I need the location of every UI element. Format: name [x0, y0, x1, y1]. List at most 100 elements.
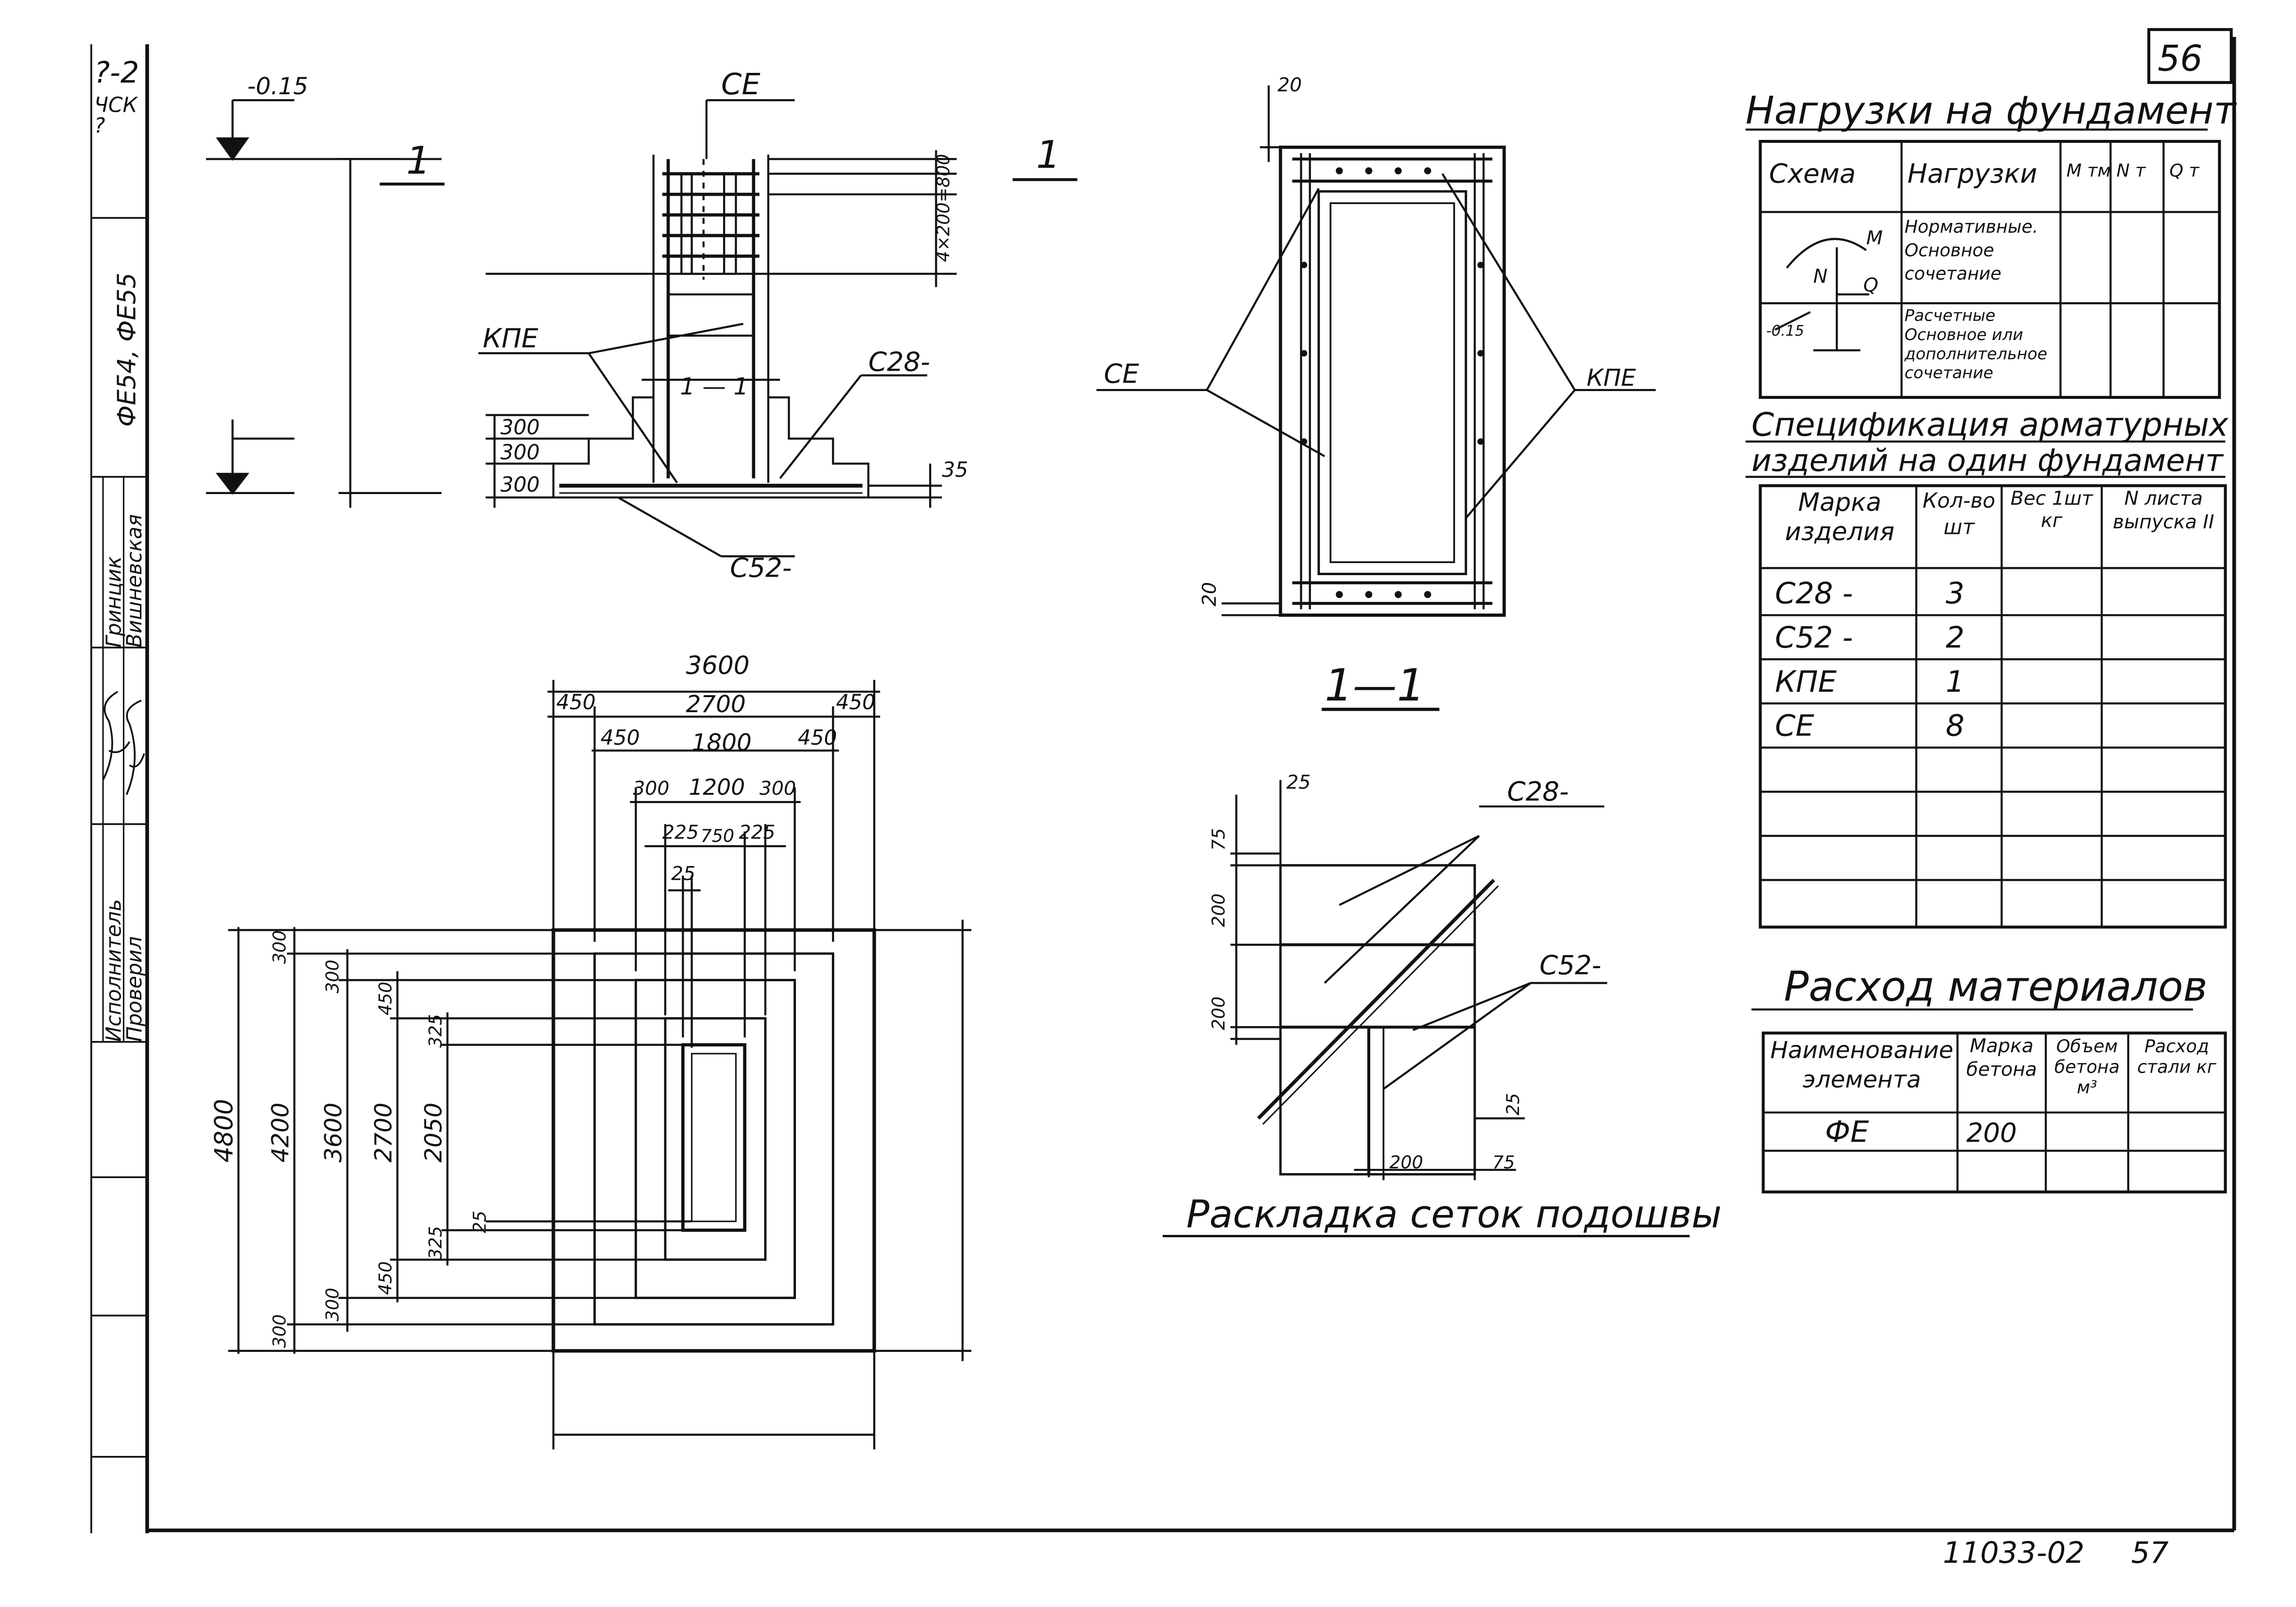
materials-header-steel: Расход стали кг: [2137, 1036, 2217, 1077]
loads-row-design: Расчетные Основное или дополнительное со…: [1904, 306, 2048, 383]
page-number: 56: [2158, 39, 2203, 80]
section-1-1-dots: [1300, 167, 1484, 598]
materials-header-name: Наименование элемента: [1770, 1036, 1953, 1094]
spec-header-qty: Кол-во шт: [1922, 490, 1996, 540]
mesh-dim-75-b: 75: [1492, 1152, 1515, 1173]
loads-header-q: Q т: [2170, 160, 2200, 181]
plan-height-325-b: 325: [425, 1226, 446, 1260]
plan-width-450-a: 450: [556, 690, 596, 714]
section-mark-left: 1: [406, 138, 431, 183]
plan-height-450-b: 450: [375, 1261, 396, 1295]
materials-header-grade: Марка бетона: [1966, 1036, 2037, 1082]
spec-row-mark: КПЕ: [1775, 665, 1837, 699]
plan-height-3600: 3600: [320, 1103, 347, 1163]
label-se-top: СЕ: [721, 68, 760, 102]
side-series: ФЕ54, ФЕ55: [113, 273, 142, 427]
spec-row-qty: 1: [1946, 665, 1965, 699]
mesh-label-c28: С28-: [1507, 776, 1569, 807]
section-view: [206, 99, 1078, 558]
plan-height-325-a: 325: [425, 1014, 446, 1047]
spec-row-mark: С28 -: [1775, 577, 1853, 611]
plan-height-450-a: 450: [375, 982, 396, 1015]
plan-width-1200: 1200: [689, 774, 745, 800]
mesh-layout-title: Раскладка сеток подошвы: [1186, 1192, 1722, 1236]
mesh-label-c52: С52-: [1539, 949, 1601, 980]
plan-width-25: 25: [671, 863, 695, 885]
mesh-spacing-dim: 4×200=800: [933, 154, 954, 262]
side-code-2: ЧСК: [94, 93, 138, 117]
mesh-dim-200-c: 200: [1389, 1152, 1423, 1173]
mesh-layout-view: [1162, 780, 1690, 1237]
footer-page: 57: [2131, 1536, 2169, 1570]
side-signature-2: [125, 700, 145, 795]
spec-header-weight: Вес 1шт кг: [2010, 488, 2093, 533]
plan-width-300-a: 300: [633, 777, 669, 800]
section-1-1-view: [1096, 85, 1656, 711]
scheme-label-n: N: [1813, 265, 1828, 288]
plan-height-2700: 2700: [370, 1103, 397, 1163]
side-signature-1: [102, 691, 131, 781]
plan-view: [228, 680, 972, 1450]
plan-height-300-d: 300: [269, 1314, 290, 1348]
loads-header-scheme: Схема: [1769, 158, 1856, 189]
spec-header-sheet: N листа выпуска II: [2113, 488, 2214, 534]
plan-width-225-b: 225: [739, 821, 775, 844]
scheme-label-level: -0.15: [1766, 323, 1804, 340]
plan-width-450-d: 450: [798, 726, 837, 750]
loads-header-n: N т: [2116, 160, 2146, 181]
label-kpe: КПЕ: [483, 323, 538, 354]
spec-row-mark: СЕ: [1775, 709, 1814, 743]
sheet-frame: [90, 28, 2236, 1534]
materials-title: Расход материалов: [1784, 962, 2208, 1010]
plan-width-3600: 3600: [686, 651, 749, 680]
section-1-1-dim-top: 20: [1277, 74, 1302, 96]
section-mark-right: 1: [1036, 133, 1060, 177]
spec-row-mark: С52 -: [1775, 621, 1853, 655]
spec-header-mark: Марка изделия: [1785, 488, 1895, 547]
scheme-label-m: M: [1866, 227, 1883, 249]
materials-header-volume: Объем бетона м³: [2054, 1036, 2120, 1098]
step-dim-3: 300: [501, 473, 540, 496]
mesh-dim-25-right: 25: [1502, 1093, 1523, 1115]
bottom-cover-dim: 35: [942, 458, 968, 482]
spec-row-qty: 3: [1946, 577, 1965, 611]
plan-width-225-a: 225: [662, 821, 699, 844]
side-role-2: Проверил: [122, 936, 146, 1042]
plan-width-750: 750: [701, 825, 734, 846]
side-name-1: Гринцик: [102, 556, 125, 648]
section-1-1-dim-bottom: 20: [1198, 582, 1221, 606]
spec-row-qty: 8: [1946, 709, 1965, 743]
materials-row-name: ФЕ: [1825, 1115, 1869, 1149]
side-code-3: ?: [94, 114, 105, 137]
spec-row-qty: 2: [1946, 621, 1965, 655]
plan-height-4800: 4800: [210, 1099, 239, 1163]
spec-title-line2: изделий на один фундамент: [1751, 442, 2224, 478]
loads-row-normative: Нормативные. Основное сочетание: [1904, 216, 2038, 284]
plan-height-300-a: 300: [269, 930, 290, 964]
materials-row-grade: 200: [1967, 1117, 2017, 1148]
label-c28: С28-: [868, 346, 930, 377]
cut-mark: 1 — 1: [680, 373, 748, 400]
level-top-label: -0.15: [247, 73, 308, 100]
side-name-2: Вишневская: [122, 514, 146, 648]
label-c52: С52-: [730, 552, 792, 583]
materials-table: [1761, 1031, 2227, 1194]
plan-height-300-b: 300: [322, 959, 343, 993]
plan-width-2700: 2700: [686, 691, 745, 718]
step-dim-2: 300: [501, 440, 540, 464]
mesh-dim-75: 75: [1208, 828, 1229, 851]
loads-header-loads: Нагрузки: [1907, 158, 2037, 189]
mesh-dim-200-b: 200: [1208, 996, 1229, 1030]
spec-table: [1759, 484, 2227, 929]
plan-width-1800: 1800: [692, 729, 752, 756]
scheme-label-q: Q: [1864, 274, 1879, 296]
loads-table: [1759, 139, 2221, 399]
plan-width-450-c: 450: [601, 726, 640, 750]
footer-code: 11033-02: [1943, 1536, 2085, 1570]
spec-title-line1: Спецификация арматурных: [1751, 406, 2228, 444]
plan-height-2050: 2050: [420, 1103, 448, 1163]
mesh-dim-25-top: 25: [1286, 771, 1311, 794]
plan-width-300-b: 300: [760, 777, 796, 800]
section-1-1-title: 1—1: [1325, 660, 1425, 711]
step-dim-1: 300: [501, 415, 540, 439]
